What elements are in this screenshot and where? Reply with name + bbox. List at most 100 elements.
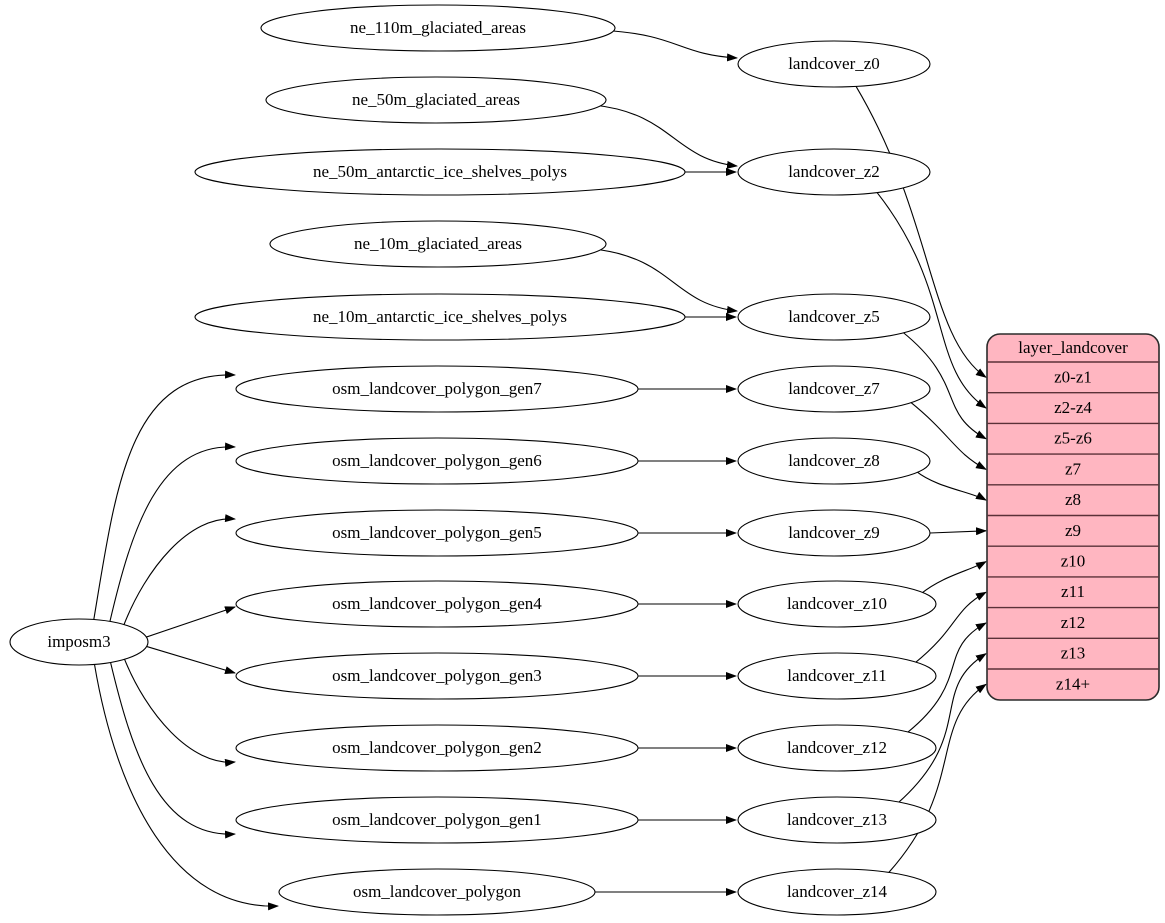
table-row-z2-z4[interactable]: z2-z4 [1054,398,1092,417]
edge-landcover_z11-to-z11 [914,591,987,664]
node-shape [737,40,931,88]
node-shape [737,509,931,557]
node-label: osm_landcover_polygon_gen2 [332,738,542,757]
edge-imposm3-to-osm_landcover_polygon_gen2 [123,657,236,767]
node-landcover_z11[interactable]: landcover_z11 [737,652,937,700]
node-ne_10m_antarctic_ice_shelves_polys[interactable]: ne_10m_antarctic_ice_shelves_polys [194,293,686,341]
node-shape [235,509,639,557]
edge-landcover_z7-to-z7 [909,401,987,470]
node-shape [194,148,686,196]
edge-landcover_z5-to-z5-z6 [902,331,987,440]
node-label: ne_110m_glaciated_areas [350,18,526,37]
edge-landcover_z0-to-z0-z1 [855,86,987,378]
layer-table-body [986,333,1160,701]
node-landcover_z5[interactable]: landcover_z5 [737,293,931,341]
node-ne_110m_glaciated_areas[interactable]: ne_110m_glaciated_areas [260,4,616,52]
node-label: landcover_z7 [788,379,880,398]
node-shape [235,724,639,772]
node-shape [265,76,607,124]
edge-imposm3-to-osm_landcover_polygon_gen4 [145,606,236,638]
node-label: landcover_z10 [787,594,887,613]
node-landcover_z7[interactable]: landcover_z7 [737,365,931,413]
table-row-z10[interactable]: z10 [1061,551,1086,570]
layer-landcover-table: layer_landcover z0-z1 z2-z4 z5-z6 z7 z8 z9 z10 z… [986,333,1160,701]
edge-landcover_z13-to-z13 [898,653,987,803]
node-landcover_z9[interactable]: landcover_z9 [737,509,931,557]
table-row-z0-z1[interactable]: z0-z1 [1054,367,1092,386]
node-label: osm_landcover_polygon_gen7 [332,379,542,398]
node-landcover_z2[interactable]: landcover_z2 [737,148,931,196]
node-shape [194,293,686,341]
node-label: osm_landcover_polygon_gen4 [332,594,542,613]
edge-imposm3-to-osm_landcover_polygon_gen3 [145,645,236,674]
node-label: landcover_z12 [787,738,887,757]
node-landcover_z0[interactable]: landcover_z0 [737,40,931,88]
edge-landcover_z2-to-z2-z4 [876,191,987,409]
node-landcover_z13[interactable]: landcover_z13 [737,796,937,844]
node-label: landcover_z0 [788,54,880,73]
node-imposm3[interactable]: imposm3 [9,618,149,666]
node-osm_landcover_polygon_gen1[interactable]: osm_landcover_polygon_gen1 [235,796,639,844]
node-ne_10m_glaciated_areas[interactable]: ne_10m_glaciated_areas [269,220,607,268]
edge-ne_10m_glaciated_areas-to-landcover_z5 [594,248,738,314]
node-label: osm_landcover_polygon_gen5 [332,523,542,542]
node-shape [235,365,639,413]
node-shape [260,4,616,52]
node-shape [235,580,639,628]
node-osm_landcover_polygon_gen2[interactable]: osm_landcover_polygon_gen2 [235,724,639,772]
node-landcover_z10[interactable]: landcover_z10 [737,580,937,628]
node-ne_50m_antarctic_ice_shelves_polys[interactable]: ne_50m_antarctic_ice_shelves_polys [194,148,686,196]
edge-ne_110m_glaciated_areas-to-landcover_z0 [606,30,738,62]
node-shape [737,580,937,628]
node-label: ne_10m_glaciated_areas [354,234,522,253]
table-row-z13[interactable]: z13 [1061,644,1086,663]
node-label: landcover_z14 [787,882,888,901]
table-row-z9[interactable]: z9 [1065,521,1081,540]
table-row-z14+[interactable]: z14+ [1056,674,1090,693]
node-osm_landcover_polygon_gen5[interactable]: osm_landcover_polygon_gen5 [235,509,639,557]
node-landcover_z12[interactable]: landcover_z12 [737,724,937,772]
node-label: osm_landcover_polygon_gen6 [332,451,542,470]
node-label: landcover_z9 [788,523,880,542]
table-row-z5-z6[interactable]: z5-z6 [1054,429,1092,448]
node-label: landcover_z11 [787,666,886,685]
node-shape [737,652,937,700]
node-shape [235,652,639,700]
node-shape [737,293,931,341]
node-shape [737,365,931,413]
edge-imposm3-to-osm_landcover_polygon_gen7 [93,370,236,620]
node-label: ne_50m_glaciated_areas [352,90,520,109]
edge-imposm3-to-osm_landcover_polygon_gen6 [109,442,236,623]
edge-landcover_z10-to-z10 [920,561,987,595]
layer-table-header: layer_landcover [1018,338,1128,357]
node-label: ne_50m_antarctic_ice_shelves_polys [313,162,567,181]
node-layer: imposm3 ne_110m_glaciated_areas ne_50m_gla… [9,4,937,916]
node-label: osm_landcover_polygon_gen3 [332,666,542,685]
node-label: landcover_z8 [788,451,880,470]
edge-imposm3-to-osm_landcover_polygon [93,664,279,911]
table-row-z8[interactable]: z8 [1065,490,1081,509]
node-osm_landcover_polygon[interactable]: osm_landcover_polygon [278,868,596,916]
node-osm_landcover_polygon_gen6[interactable]: osm_landcover_polygon_gen6 [235,437,639,485]
node-shape [737,868,937,916]
node-landcover_z8[interactable]: landcover_z8 [737,437,931,485]
node-osm_landcover_polygon_gen4[interactable]: osm_landcover_polygon_gen4 [235,580,639,628]
node-label: osm_landcover_polygon_gen1 [332,810,542,829]
node-shape [9,618,149,666]
node-osm_landcover_polygon_gen7[interactable]: osm_landcover_polygon_gen7 [235,365,639,413]
node-osm_landcover_polygon_gen3[interactable]: osm_landcover_polygon_gen3 [235,652,639,700]
node-label: ne_10m_antarctic_ice_shelves_polys [313,307,567,326]
table-row-z12[interactable]: z12 [1061,613,1086,632]
edge-landcover_z8-to-z8 [915,470,987,501]
edge-imposm3-to-osm_landcover_polygon_gen5 [123,514,236,626]
node-ne_50m_glaciated_areas[interactable]: ne_50m_glaciated_areas [265,76,607,124]
edge-landcover_z12-to-z12 [906,622,987,734]
edge-imposm3-to-osm_landcover_polygon_gen1 [109,661,236,839]
node-landcover_z14[interactable]: landcover_z14 [737,868,937,916]
node-shape [235,437,639,485]
node-shape [737,437,931,485]
node-shape [269,220,607,268]
table-row-z7[interactable]: z7 [1065,459,1082,478]
table-row-z11[interactable]: z11 [1061,582,1085,601]
